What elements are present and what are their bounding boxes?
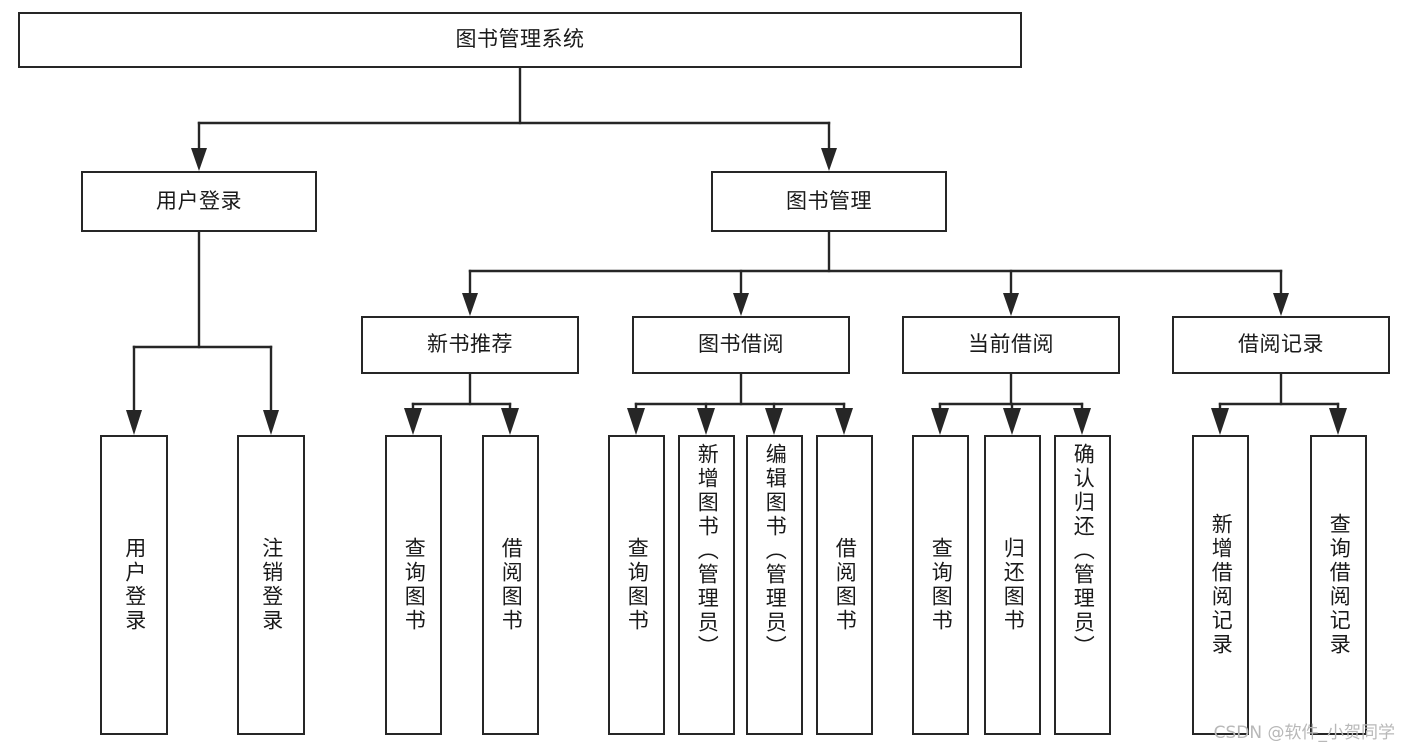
node-leaf-query-book-3[interactable]: 查询图书 [912,435,969,735]
arrowhead-leaf-confirm-return [1073,408,1091,435]
arrowhead-leaf-user-login [126,410,142,435]
node-book-manage-label: 图书管理 [786,188,872,213]
arrowhead-new-book-recommend [462,293,478,316]
arrowhead-leaf-borrow-book-2 [835,408,853,435]
node-leaf-confirm-return[interactable]: 确认归还（管理员） [1054,435,1111,735]
node-leaf-add-record[interactable]: 新增借阅记录 [1192,435,1249,735]
arrowhead-book-borrow [733,293,749,316]
node-leaf-user-login-label: 用户登录 [122,537,147,633]
node-leaf-borrow-book-2[interactable]: 借阅图书 [816,435,873,735]
node-leaf-return-book-label: 归还图书 [1001,537,1026,633]
node-leaf-add-book[interactable]: 新增图书（管理员） [678,435,735,735]
node-user-login[interactable]: 用户登录 [81,171,317,232]
node-book-borrow-label: 图书借阅 [698,332,784,357]
arrowhead-leaf-logout [263,410,279,435]
node-current-borrow[interactable]: 当前借阅 [902,316,1120,374]
node-leaf-edit-book-label: 编辑图书（管理员） [763,443,788,659]
arrowhead-leaf-add-book [697,408,715,435]
node-user-login-label: 用户登录 [156,188,242,213]
node-borrow-record[interactable]: 借阅记录 [1172,316,1390,374]
node-book-borrow[interactable]: 图书借阅 [632,316,850,374]
watermark-text: CSDN @软件_小贺同学 [1213,723,1395,743]
node-leaf-user-login[interactable]: 用户登录 [100,435,168,735]
node-leaf-add-record-label: 新增借阅记录 [1209,513,1234,657]
node-leaf-logout[interactable]: 注销登录 [237,435,305,735]
arrowhead-leaf-edit-book [765,408,783,435]
arrowhead-book-manage [821,148,837,171]
node-leaf-return-book[interactable]: 归还图书 [984,435,1041,735]
arrowhead-user-login [191,148,207,171]
node-borrow-record-label: 借阅记录 [1238,332,1324,357]
node-leaf-confirm-return-label: 确认归还（管理员） [1071,443,1096,659]
node-root-label: 图书管理系统 [455,27,585,52]
node-leaf-query-book-2[interactable]: 查询图书 [608,435,665,735]
node-leaf-query-book-2-label: 查询图书 [625,537,650,633]
arrowhead-leaf-query-book-2 [627,408,645,435]
node-leaf-borrow-book-1[interactable]: 借阅图书 [482,435,539,735]
node-leaf-add-book-label: 新增图书（管理员） [695,443,720,659]
node-leaf-query-record-label: 查询借阅记录 [1327,513,1352,657]
node-leaf-borrow-book-1-label: 借阅图书 [499,537,524,633]
node-root[interactable]: 图书管理系统 [18,12,1022,68]
node-current-borrow-label: 当前借阅 [968,332,1054,357]
node-leaf-query-book-1[interactable]: 查询图书 [385,435,442,735]
arrowhead-leaf-return-book [1003,408,1021,435]
arrowhead-leaf-query-record [1329,408,1347,435]
node-new-book-recommend[interactable]: 新书推荐 [361,316,579,374]
arrowhead-current-borrow [1003,293,1019,316]
arrowhead-leaf-query-book-3 [931,408,949,435]
node-leaf-query-record[interactable]: 查询借阅记录 [1310,435,1367,735]
node-leaf-borrow-book-2-label: 借阅图书 [833,537,858,633]
node-leaf-logout-label: 注销登录 [259,537,284,633]
arrowhead-leaf-query-book-1 [404,408,422,435]
arrowhead-leaf-borrow-book-1 [501,408,519,435]
node-book-manage[interactable]: 图书管理 [711,171,947,232]
arrowhead-borrow-record [1273,293,1289,316]
arrowhead-leaf-add-record [1211,408,1229,435]
node-leaf-query-book-1-label: 查询图书 [402,537,427,633]
node-leaf-query-book-3-label: 查询图书 [929,537,954,633]
node-leaf-edit-book[interactable]: 编辑图书（管理员） [746,435,803,735]
node-new-book-recommend-label: 新书推荐 [427,332,513,357]
